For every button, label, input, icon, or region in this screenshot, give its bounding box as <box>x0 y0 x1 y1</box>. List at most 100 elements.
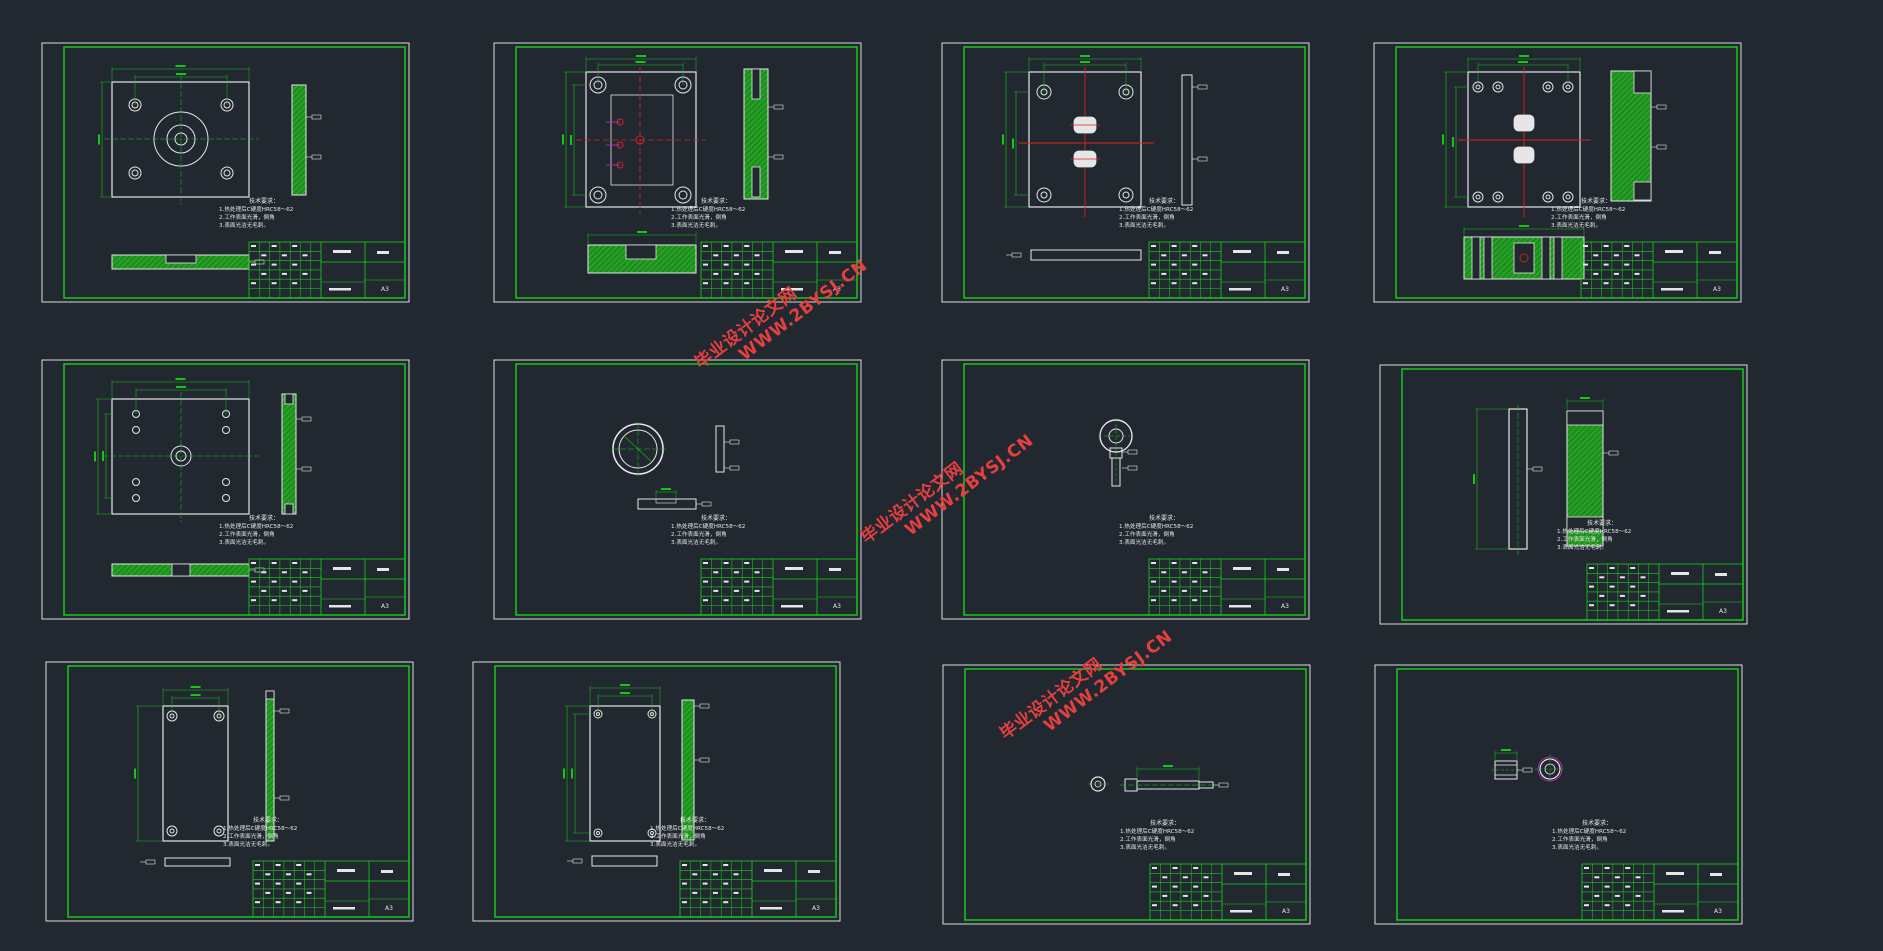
sheet-border <box>472 661 841 922</box>
notes-line-3: 3.表面光洁无毛刺。 <box>1557 543 1607 551</box>
drawing-sheet-8: 技术要求：1.热处理后C硬度HRC58～622.工作表面光滑，倒角3.表面光洁无… <box>1379 364 1748 625</box>
notes-line-3: 3.表面光洁无毛刺。 <box>1119 221 1169 229</box>
notes-title: 技术要求： <box>253 816 283 824</box>
technical-notes: 技术要求：1.热处理后C硬度HRC58～622.工作表面光滑，倒角3.表面光洁无… <box>1551 197 1625 229</box>
notes-line-1: 1.热处理后C硬度HRC58～62 <box>1120 827 1194 835</box>
drawing-sheet-10: 技术要求：1.热处理后C硬度HRC58～622.工作表面光滑，倒角3.表面光洁无… <box>472 661 841 922</box>
sheet-frame <box>1401 368 1744 621</box>
sheet-size-label: A3 <box>1719 608 1727 615</box>
title-block: A3 <box>700 558 858 616</box>
plate-top-view <box>111 81 250 198</box>
technical-notes: 技术要求：1.热处理后C硬度HRC58～622.工作表面光滑，倒角3.表面光洁无… <box>671 514 745 546</box>
technical-notes: 技术要求：1.热处理后C硬度HRC58～622.工作表面光滑，倒角3.表面光洁无… <box>1120 819 1194 851</box>
title-block: A3 <box>1586 563 1744 621</box>
notes-line-2: 2.工作表面光滑，倒角 <box>223 832 279 840</box>
sheet-border <box>1374 664 1743 925</box>
notes-line-3: 3.表面光洁无毛刺。 <box>1120 843 1170 851</box>
part-plate-center-hole <box>98 65 322 270</box>
sheet-size-label: A3 <box>381 603 389 610</box>
plate-front-view <box>591 855 658 867</box>
notes-line-2: 2.工作表面光滑，倒角 <box>1119 213 1175 221</box>
technical-notes: 技术要求：1.热处理后C硬度HRC58～622.工作表面光滑，倒角3.表面光洁无… <box>1557 519 1631 551</box>
sheet-frame <box>63 46 406 299</box>
technical-notes: 技术要求：1.热处理后C硬度HRC58～622.工作表面光滑，倒角3.表面光洁无… <box>1119 514 1193 546</box>
sheet-size-label: A3 <box>833 603 841 610</box>
cavity-front-view <box>1030 249 1142 261</box>
notes-line-1: 1.热处理后C硬度HRC58～62 <box>219 522 293 530</box>
sheet-frame <box>963 363 1306 616</box>
notes-line-3: 3.表面光洁无毛刺。 <box>219 221 269 229</box>
sheet-size-label: A3 <box>812 905 820 912</box>
technical-notes: 技术要求：1.热处理后C硬度HRC58～622.工作表面光滑，倒角3.表面光洁无… <box>1119 197 1193 229</box>
notes-line-2: 2.工作表面光滑，倒角 <box>1552 835 1608 843</box>
title-block: A3 <box>252 860 410 918</box>
sheet-frame <box>1395 46 1738 299</box>
sheet-border <box>45 661 414 922</box>
notes-title: 技术要求： <box>1149 197 1179 205</box>
title-block: A3 <box>248 241 406 299</box>
drawing-sheet-3: 技术要求：1.热处理后C硬度HRC58～622.工作表面光滑，倒角3.表面光洁无… <box>941 42 1310 303</box>
title-block: A3 <box>1580 241 1738 299</box>
cavity-top-view <box>585 71 697 208</box>
part-cavity-slots <box>1002 55 1208 261</box>
sheet-size-label: A3 <box>833 286 841 293</box>
notes-line-2: 2.工作表面光滑，倒角 <box>671 530 727 538</box>
ring-side-view <box>715 425 725 473</box>
plate-top-view <box>111 398 250 515</box>
bushing-stem <box>1111 457 1121 487</box>
part-spacer-block <box>1473 397 1619 555</box>
sheet-size-label: A3 <box>1714 908 1722 915</box>
notes-line-3: 3.表面光洁无毛刺。 <box>1119 538 1169 546</box>
part-clamp-plate <box>94 378 312 577</box>
sheet-border <box>41 359 410 620</box>
sheet-size-label: A3 <box>381 286 389 293</box>
notes-line-2: 2.工作表面光滑，倒角 <box>1120 835 1176 843</box>
notes-title: 技术要求： <box>1150 819 1180 827</box>
sheet-frame <box>964 668 1307 921</box>
ring-front-view <box>637 498 697 510</box>
plate-front-view <box>164 857 231 867</box>
notes-line-1: 1.热处理后C硬度HRC58～62 <box>1119 522 1193 530</box>
notes-line-3: 3.表面光洁无毛刺。 <box>1551 221 1601 229</box>
notes-title: 技术要求： <box>680 816 710 824</box>
notes-line-1: 1.热处理后C硬度HRC58～62 <box>223 824 297 832</box>
sheet-border <box>942 664 1311 925</box>
technical-notes: 技术要求：1.热处理后C硬度HRC58～622.工作表面光滑，倒角3.表面光洁无… <box>671 197 745 229</box>
sheet-frame <box>63 363 406 616</box>
technical-notes: 技术要求：1.热处理后C硬度HRC58～622.工作表面光滑，倒角3.表面光洁无… <box>219 197 293 229</box>
drawing-sheet-7: 技术要求：1.热处理后C硬度HRC58～622.工作表面光滑，倒角3.表面光洁无… <box>941 359 1310 620</box>
sheet-border <box>493 359 862 620</box>
plate-top-view <box>162 705 229 842</box>
notes-line-1: 1.热处理后C硬度HRC58～62 <box>1557 527 1631 535</box>
plate-side-view <box>281 393 297 515</box>
notes-title: 技术要求： <box>1582 819 1612 827</box>
drawing-sheet-6: 技术要求：1.热处理后C硬度HRC58～622.工作表面光滑，倒角3.表面光洁无… <box>493 359 862 620</box>
technical-notes: 技术要求：1.热处理后C硬度HRC58～622.工作表面光滑，倒角3.表面光洁无… <box>219 514 293 546</box>
notes-line-1: 1.热处理后C硬度HRC58～62 <box>671 205 745 213</box>
drawing-sheet-2: 技术要求：1.热处理后C硬度HRC58～622.工作表面光滑，倒角3.表面光洁无… <box>493 42 862 303</box>
sheet-frame <box>963 46 1306 299</box>
title-block: A3 <box>1149 863 1307 921</box>
sheet-frame <box>1396 668 1739 921</box>
notes-line-3: 3.表面光洁无毛刺。 <box>650 840 700 848</box>
sheet-size-label: A3 <box>385 905 393 912</box>
drawing-sheet-1: 技术要求：1.热处理后C硬度HRC58～622.工作表面光滑，倒角3.表面光洁无… <box>41 42 410 303</box>
notes-line-1: 1.热处理后C硬度HRC58～62 <box>1551 205 1625 213</box>
sheet-size-label: A3 <box>1282 908 1290 915</box>
notes-line-3: 3.表面光洁无毛刺。 <box>1552 843 1602 851</box>
drawing-sheet-5: 技术要求：1.热处理后C硬度HRC58～622.工作表面光滑，倒角3.表面光洁无… <box>41 359 410 620</box>
title-block: A3 <box>1581 863 1739 921</box>
slot-lower <box>1513 146 1535 164</box>
notes-line-1: 1.热处理后C硬度HRC58～62 <box>1119 205 1193 213</box>
plate-side-view <box>291 84 307 196</box>
part-cavity-plate <box>562 55 784 274</box>
technical-notes: 技术要求：1.热处理后C硬度HRC58～622.工作表面光滑，倒角3.表面光洁无… <box>223 816 297 848</box>
notes-line-3: 3.表面光洁无毛刺。 <box>671 538 721 546</box>
sheet-border <box>1373 42 1742 303</box>
sheet-frame <box>515 363 858 616</box>
title-block: A3 <box>700 241 858 299</box>
drawing-sheet-11: 技术要求：1.热处理后C硬度HRC58～622.工作表面光滑，倒角3.表面光洁无… <box>942 664 1311 925</box>
notes-line-2: 2.工作表面光滑，倒角 <box>1557 535 1613 543</box>
drawing-sheet-12: 技术要求：1.热处理后C硬度HRC58～622.工作表面光滑，倒角3.表面光洁无… <box>1374 664 1743 925</box>
